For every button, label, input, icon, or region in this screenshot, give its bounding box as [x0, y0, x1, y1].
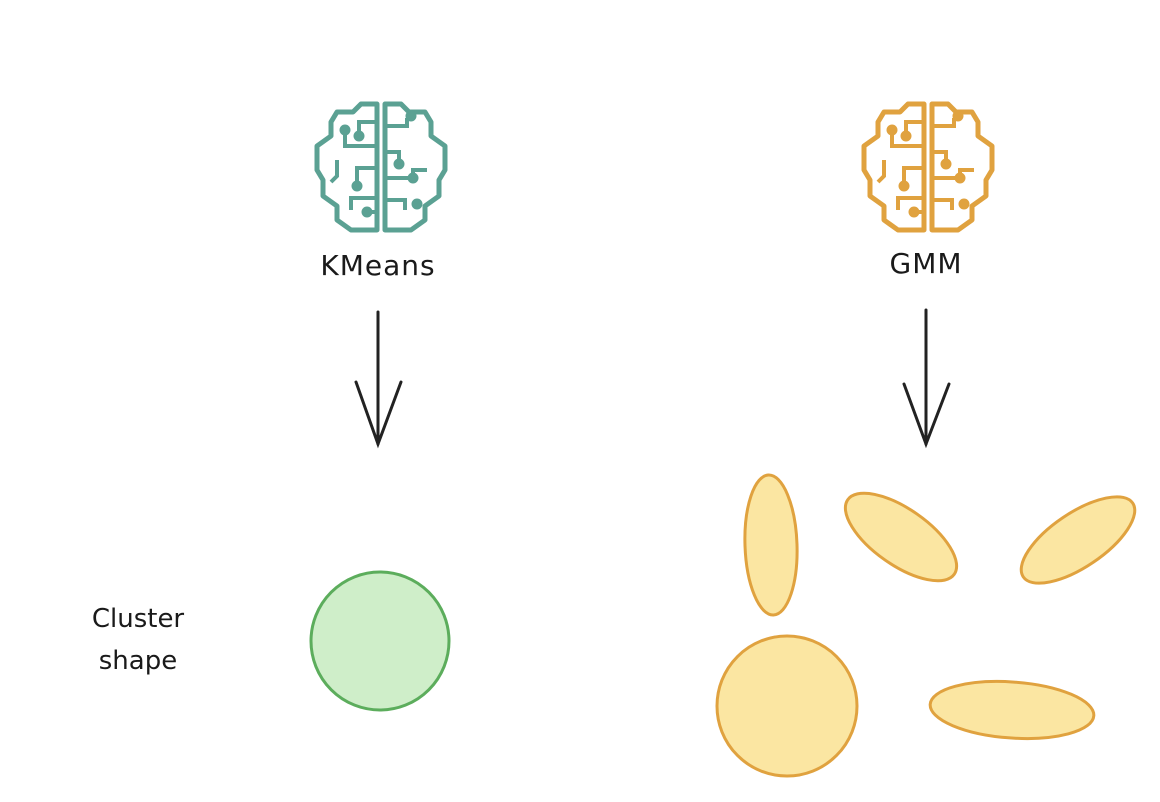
gmm-cluster-ellipse — [1019, 495, 1137, 585]
arrow-gmm — [902, 308, 951, 449]
row-label-line1: Cluster — [91, 604, 185, 634]
model-label-kmeans: KMeans — [320, 249, 436, 282]
arrow-kmeans — [354, 310, 403, 449]
row-label-line2: shape — [98, 646, 178, 676]
model-label-gmm: GMM — [889, 247, 963, 280]
gmm-cluster-ellipse — [715, 634, 859, 778]
gmm-cluster-ellipse — [743, 473, 799, 617]
gmm-clusters — [715, 473, 1137, 778]
gmm-cluster-ellipse — [843, 491, 959, 583]
brain-circuit-icon — [864, 104, 992, 230]
row-label-cluster-shape: Cluster shape — [68, 598, 208, 682]
gmm-cluster-ellipse — [928, 679, 1096, 741]
kmeans-cluster-circle — [309, 570, 451, 712]
brain-circuit-icon — [317, 104, 445, 230]
